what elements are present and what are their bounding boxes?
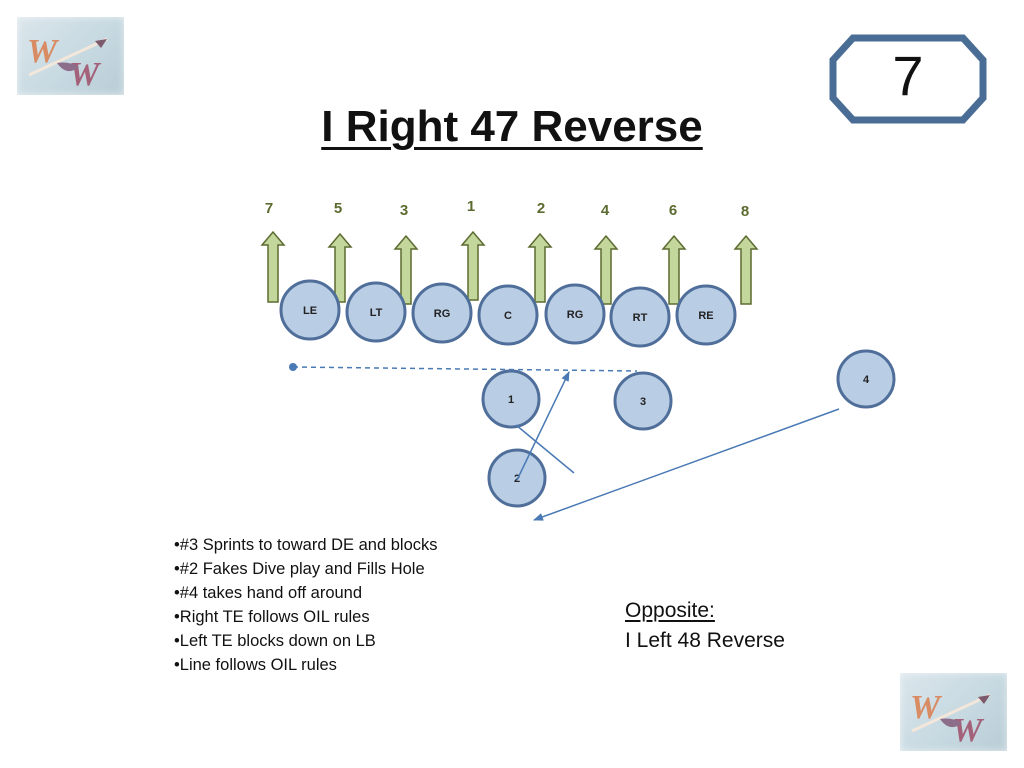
spear-logo-icon: W W (27, 33, 108, 93)
opposite-play-name: I Left 48 Reverse (625, 629, 785, 652)
player-c: C (477, 284, 539, 346)
hole-label: 2 (537, 200, 545, 217)
back-3: 3 (613, 371, 673, 431)
player-label: RE (698, 310, 713, 322)
reverse-route (533, 408, 840, 521)
note-item: Line follows OIL rules (174, 653, 454, 677)
hole-label: 1 (467, 198, 475, 215)
handoff-line (515, 424, 575, 474)
player-label: 3 (640, 396, 646, 408)
player-lt: LT (345, 281, 407, 343)
backfield: 1 2 3 4 (481, 349, 896, 508)
hole-arrow (733, 234, 759, 305)
page-number: 7 (892, 43, 924, 107)
octagon-shape (829, 34, 987, 124)
player-label: LT (370, 307, 383, 319)
team-logo-top: W W (17, 17, 124, 95)
note-item: #4 takes hand off around (174, 581, 454, 605)
hole-arrow (460, 230, 486, 301)
player-label: RT (633, 312, 648, 324)
fill-hole-route (516, 371, 570, 481)
player-rg-right: RG (544, 283, 606, 345)
play-notes: #3 Sprints to toward DE and blocks #2 Fa… (174, 533, 454, 677)
player-label: LE (303, 305, 317, 317)
note-item: Right TE follows OIL rules (174, 605, 454, 629)
back-2: 2 (487, 448, 547, 508)
player-le: LE (279, 279, 341, 341)
hole-label: 7 (265, 200, 273, 217)
offensive-line: LE LT RG C RG RT RE (279, 279, 737, 348)
hole-arrow (393, 234, 419, 305)
hole-label: 3 (400, 202, 408, 219)
player-label: C (504, 310, 512, 322)
back-4: 4 (836, 349, 896, 409)
hole-label: 8 (741, 203, 749, 220)
hole-label: 5 (334, 200, 342, 217)
note-item: #2 Fakes Dive play and Fills Hole (174, 557, 454, 581)
hole-arrow (260, 230, 286, 303)
note-item: #3 Sprints to toward DE and blocks (174, 533, 454, 557)
hole-arrow (327, 232, 353, 303)
note-item: Left TE blocks down on LB (174, 629, 454, 653)
svg-text:W: W (69, 56, 102, 93)
hole-arrow (593, 234, 619, 305)
play-title: I Right 47 Reverse (321, 102, 703, 151)
motion-line (292, 366, 638, 372)
opposite-label: Opposite: (625, 599, 715, 622)
hole-label: 6 (669, 202, 677, 219)
player-label: 4 (863, 374, 870, 386)
hole-labels: 7 5 3 1 2 4 6 8 (265, 198, 749, 220)
hole-arrow (661, 234, 687, 305)
spear-logo-icon: W W (910, 689, 991, 749)
page-number-badge: 7 (829, 34, 987, 124)
hole-label: 4 (601, 202, 610, 219)
player-label: RG (567, 309, 584, 321)
player-rg-left: RG (411, 282, 473, 344)
opposite-play: Opposite: I Left 48 Reverse (625, 596, 785, 656)
hole-arrow (527, 232, 553, 303)
back-1: 1 (481, 369, 541, 429)
motion-origin-dot (289, 363, 297, 371)
player-label: RG (434, 308, 451, 320)
team-logo-bottom: W W (900, 673, 1007, 751)
player-rt: RT (609, 286, 671, 348)
route-lines (289, 363, 840, 521)
svg-text:W: W (952, 712, 985, 749)
player-re: RE (675, 284, 737, 346)
hole-arrows (260, 230, 759, 305)
player-label: 1 (508, 394, 514, 406)
